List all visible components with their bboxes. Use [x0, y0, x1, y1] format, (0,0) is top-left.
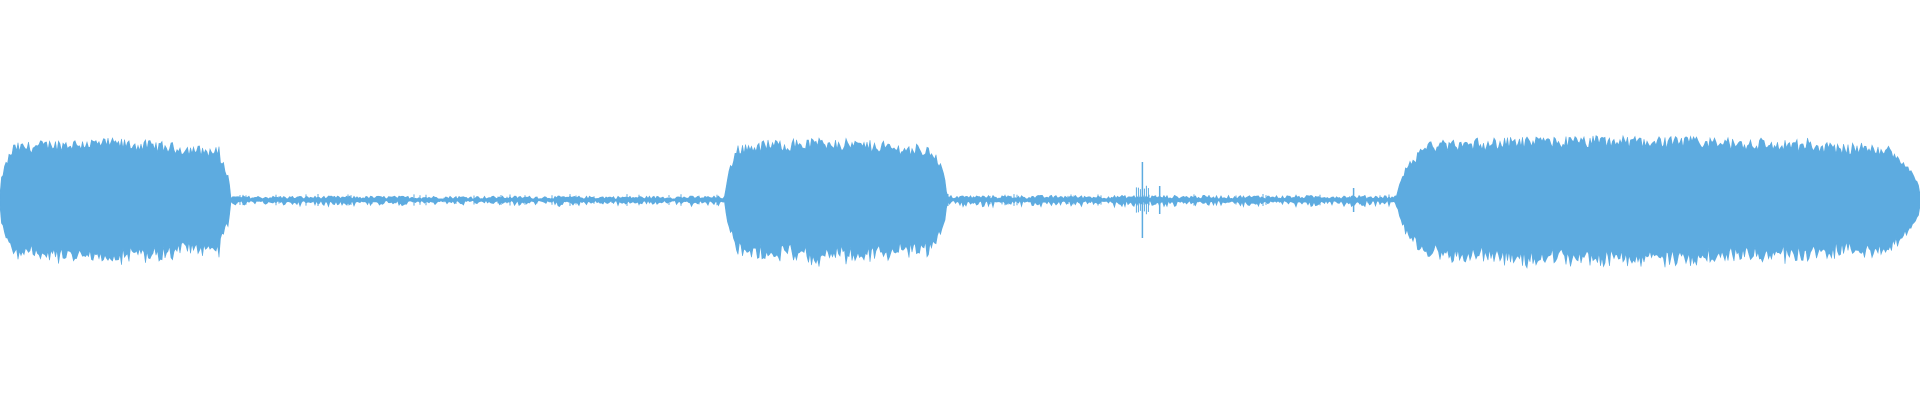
waveform-trace [0, 134, 1920, 269]
